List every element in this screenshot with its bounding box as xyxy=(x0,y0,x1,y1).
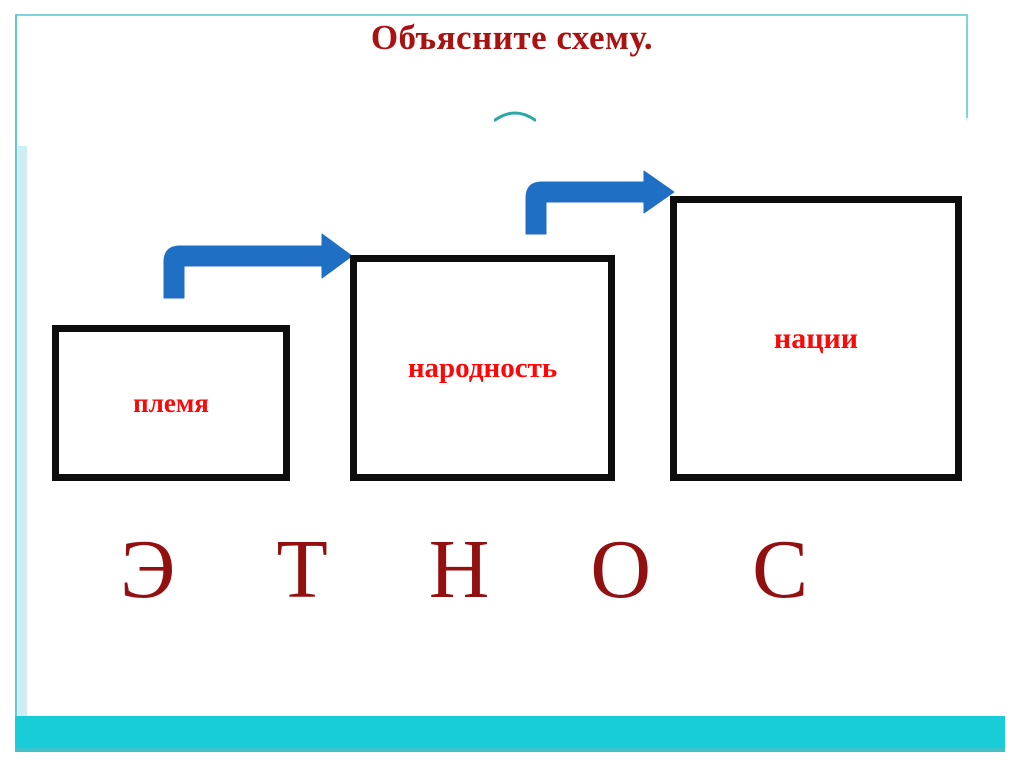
diagram-box-tribe[interactable]: племя xyxy=(52,325,290,481)
frame-left-border xyxy=(15,14,17,718)
arrow-people-to-nations-icon xyxy=(525,170,675,235)
frame-left-accent-band xyxy=(18,146,27,718)
frame-right-border xyxy=(966,14,968,118)
frame-top-border xyxy=(16,14,968,16)
frame-right-border-fade xyxy=(966,106,968,122)
diagram-caption-ethnos: Э Т Н О С xyxy=(120,523,849,616)
bottom-accent-bar-shadow xyxy=(15,748,1005,752)
arrow-tribe-to-people-icon xyxy=(163,233,353,299)
diagram-box-people[interactable]: народность xyxy=(350,255,615,481)
diagram-box-nations[interactable]: нации xyxy=(670,196,962,481)
diagram-box-nations-label: нации xyxy=(773,321,859,355)
diagram-box-tribe-label: племя xyxy=(133,387,209,418)
bottom-accent-bar xyxy=(15,716,1005,752)
decorative-arc-icon xyxy=(494,111,536,122)
diagram-box-people-label: народность xyxy=(407,351,558,384)
page-title: Объясните схему. xyxy=(370,18,654,57)
